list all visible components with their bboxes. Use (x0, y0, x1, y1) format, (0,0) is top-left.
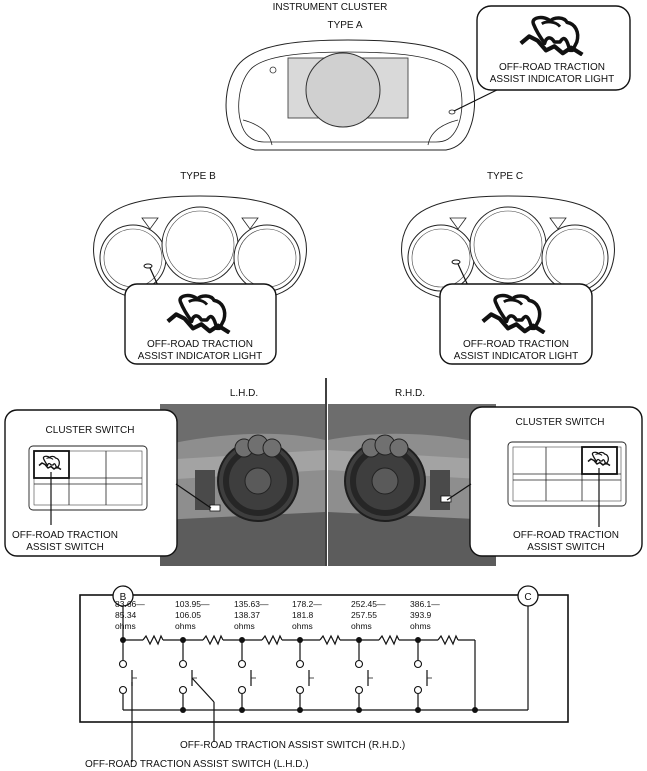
resistor-2 (202, 634, 224, 646)
resistor-range-bottom: 106.05 (175, 610, 201, 620)
resistor-range-top: 83.66— (115, 599, 145, 609)
switch-contact (237, 659, 247, 669)
resistor-range-bottom: 393.9 (410, 610, 432, 620)
resistor-range-bottom: 85.34 (115, 610, 137, 620)
terminal-c (517, 585, 539, 607)
cluster-type-b (93, 195, 307, 301)
lhd-label: L.H.D. (230, 388, 258, 399)
switch-contact (178, 685, 188, 695)
junction-dot (356, 707, 362, 713)
cluster-type-c (401, 195, 615, 301)
switch-label-line2: ASSIST SWITCH (527, 542, 605, 553)
junction-dot (120, 637, 126, 643)
switch-label-line1: OFF-ROAD TRACTION (513, 530, 619, 541)
cluster-switch-title: CLUSTER SWITCH (516, 417, 605, 428)
type-a-label: TYPE A (327, 20, 362, 31)
indicator-label-line2: ASSIST INDICATOR LIGHT (454, 351, 578, 362)
lhd-switch-label: OFF-ROAD TRACTION ASSIST SWITCH (L.H.D.) (85, 759, 309, 770)
junction-dot (415, 707, 421, 713)
indicator-callout-type-b: OFF-ROAD TRACTION ASSIST INDICATOR LIGHT (124, 283, 277, 365)
resistor-unit: ohms (115, 621, 136, 631)
resistor-range-bottom: 257.55 (351, 610, 377, 620)
junction-dot (239, 637, 245, 643)
rhd-label: R.H.D. (395, 388, 425, 399)
junction-dot (297, 637, 303, 643)
cluster-switch-title: CLUSTER SWITCH (46, 425, 135, 436)
rhd-switch-label: OFF-ROAD TRACTION ASSIST SWITCH (R.H.D.) (180, 740, 405, 751)
indicator-callout-type-a: OFF-ROAD TRACTION ASSIST INDICATOR LIGHT (476, 5, 631, 91)
cluster-switch-callout-lhd: CLUSTER SWITCH OFF-ROAD TRACTION ASSIST … (4, 409, 178, 557)
resistor-unit: ohms (234, 621, 255, 631)
type-c-label: TYPE C (487, 171, 523, 182)
resistor-6 (437, 634, 459, 646)
resistor-range-top: 252.45— (351, 599, 386, 609)
resistor-range-top: 178.2— (292, 599, 322, 609)
terminal-b (112, 585, 134, 607)
switch-label-line2: ASSIST SWITCH (26, 542, 104, 553)
switch-label-line1: OFF-ROAD TRACTION (12, 530, 118, 541)
junction-dot (472, 707, 478, 713)
resistor-range-top: 135.63— (234, 599, 269, 609)
resistor-range-top: 103.95— (175, 599, 210, 609)
junction-dot (415, 637, 421, 643)
resistor-5 (378, 634, 400, 646)
resistor-unit: ohms (292, 621, 313, 631)
leader-line-lhd (175, 483, 212, 509)
junction-dot (297, 707, 303, 713)
indicator-label-line1: OFF-ROAD TRACTION (147, 339, 253, 350)
switch-contact (118, 685, 128, 695)
resistor-unit: ohms (351, 621, 372, 631)
indicator-label-line2: ASSIST INDICATOR LIGHT (138, 351, 262, 362)
junction-dot (356, 637, 362, 643)
type-b-label: TYPE B (180, 171, 216, 182)
resistor-range-top: 386.1— (410, 599, 440, 609)
switch-contact (237, 685, 247, 695)
resistor-unit: ohms (410, 621, 431, 631)
indicator-callout-type-c: OFF-ROAD TRACTION ASSIST INDICATOR LIGHT (439, 283, 593, 365)
dashboard-photo-rhd (328, 404, 496, 566)
cluster-type-a (225, 39, 476, 151)
switch-contact (295, 659, 305, 669)
resistor-3 (261, 634, 283, 646)
instrument-cluster-title: INSTRUMENT CLUSTER (273, 2, 388, 13)
resistor-1 (142, 634, 164, 646)
indicator-label-line1: OFF-ROAD TRACTION (463, 339, 569, 350)
junction-dot (180, 707, 186, 713)
junction-dot (239, 707, 245, 713)
switch-contact (118, 659, 128, 669)
indicator-label-line1: OFF-ROAD TRACTION (499, 62, 605, 73)
switch-circuit: B C (79, 585, 569, 723)
leader-line-rhd (446, 483, 472, 501)
switch-contact (178, 659, 188, 669)
switch-contact (354, 659, 364, 669)
switch-contact (413, 685, 423, 695)
junction-dot (180, 637, 186, 643)
switch-contact (354, 685, 364, 695)
switch-contact (295, 685, 305, 695)
dashboard-photo-lhd (160, 404, 325, 566)
terminal-b-label: B (120, 592, 127, 603)
switch-contact (413, 659, 423, 669)
indicator-label-line2: ASSIST INDICATOR LIGHT (490, 74, 614, 85)
resistor-range-bottom: 138.37 (234, 610, 260, 620)
resistor-range-bottom: 181.8 (292, 610, 314, 620)
resistor-4 (319, 634, 341, 646)
resistor-unit: ohms (175, 621, 196, 631)
cluster-switch-callout-rhd: CLUSTER SWITCH OFF-ROAD TRACTION ASSIST … (469, 406, 643, 557)
terminal-c-label: C (524, 592, 531, 603)
